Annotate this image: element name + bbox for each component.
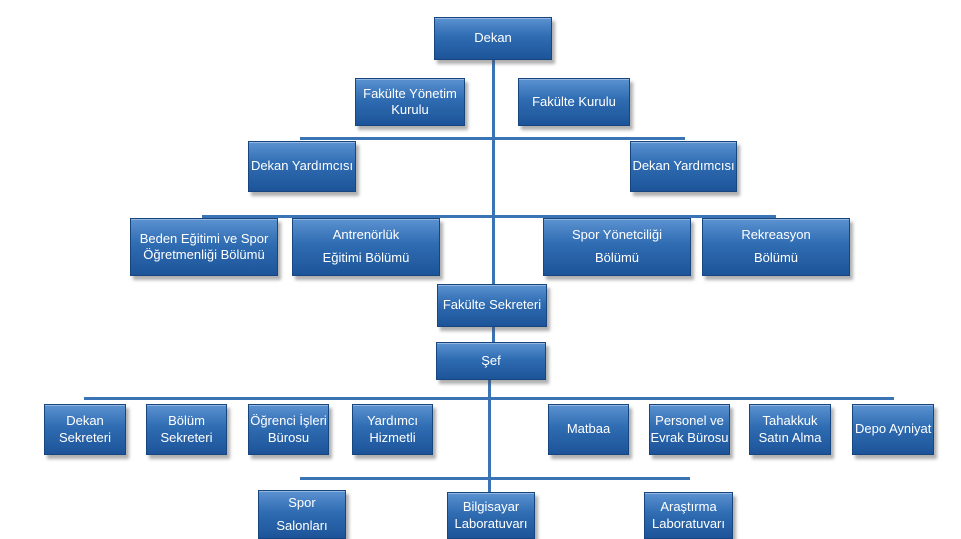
faculty-board-box: Fakülte Kurulu [518, 78, 630, 126]
unit-box: Personel ve Evrak Bürosu [649, 404, 730, 455]
connector-vice-dean-bar [300, 137, 685, 140]
connector-facilities-bar [300, 477, 690, 480]
department-box: Rekreasyon Bölümü [702, 218, 850, 276]
unit-box: Dekan Sekreteri [44, 404, 126, 455]
unit-box: Depo Ayniyat [852, 404, 934, 455]
dean-box: Dekan [434, 17, 552, 60]
unit-box: Yardımcı Hizmetli [352, 404, 433, 455]
faculty-management-board-box: Fakülte Yönetim Kurulu [355, 78, 465, 126]
department-box: Antrenörlük Eğitimi Bölümü [292, 218, 440, 276]
facility-box: Araştırma Laboratuvarı [644, 492, 733, 539]
facility-box: Bilgisayar Laboratuvarı [447, 492, 535, 539]
vice-dean-right-box: Dekan Yardımcısı [630, 141, 737, 192]
unit-box: Öğrenci İşleri Bürosu [248, 404, 329, 455]
unit-box: Tahakkuk Satın Alma [749, 404, 831, 455]
faculty-secretary-box: Fakülte Sekreteri [437, 284, 547, 327]
facility-box: Spor Salonları [258, 490, 346, 539]
connector-main-trunk [492, 60, 495, 342]
department-box: Spor Yönetciliği Bölümü [543, 218, 691, 276]
unit-box: Bölüm Sekreteri [146, 404, 227, 455]
connector-departments-bar [202, 215, 776, 218]
connector-lower-trunk [488, 380, 491, 492]
vice-dean-left-box: Dekan Yardımcısı [248, 141, 356, 192]
chief-box: Şef [436, 342, 546, 380]
department-box: Beden Eğitimi ve Spor Öğretmenliği Bölüm… [130, 218, 278, 276]
unit-box: Matbaa [548, 404, 629, 455]
